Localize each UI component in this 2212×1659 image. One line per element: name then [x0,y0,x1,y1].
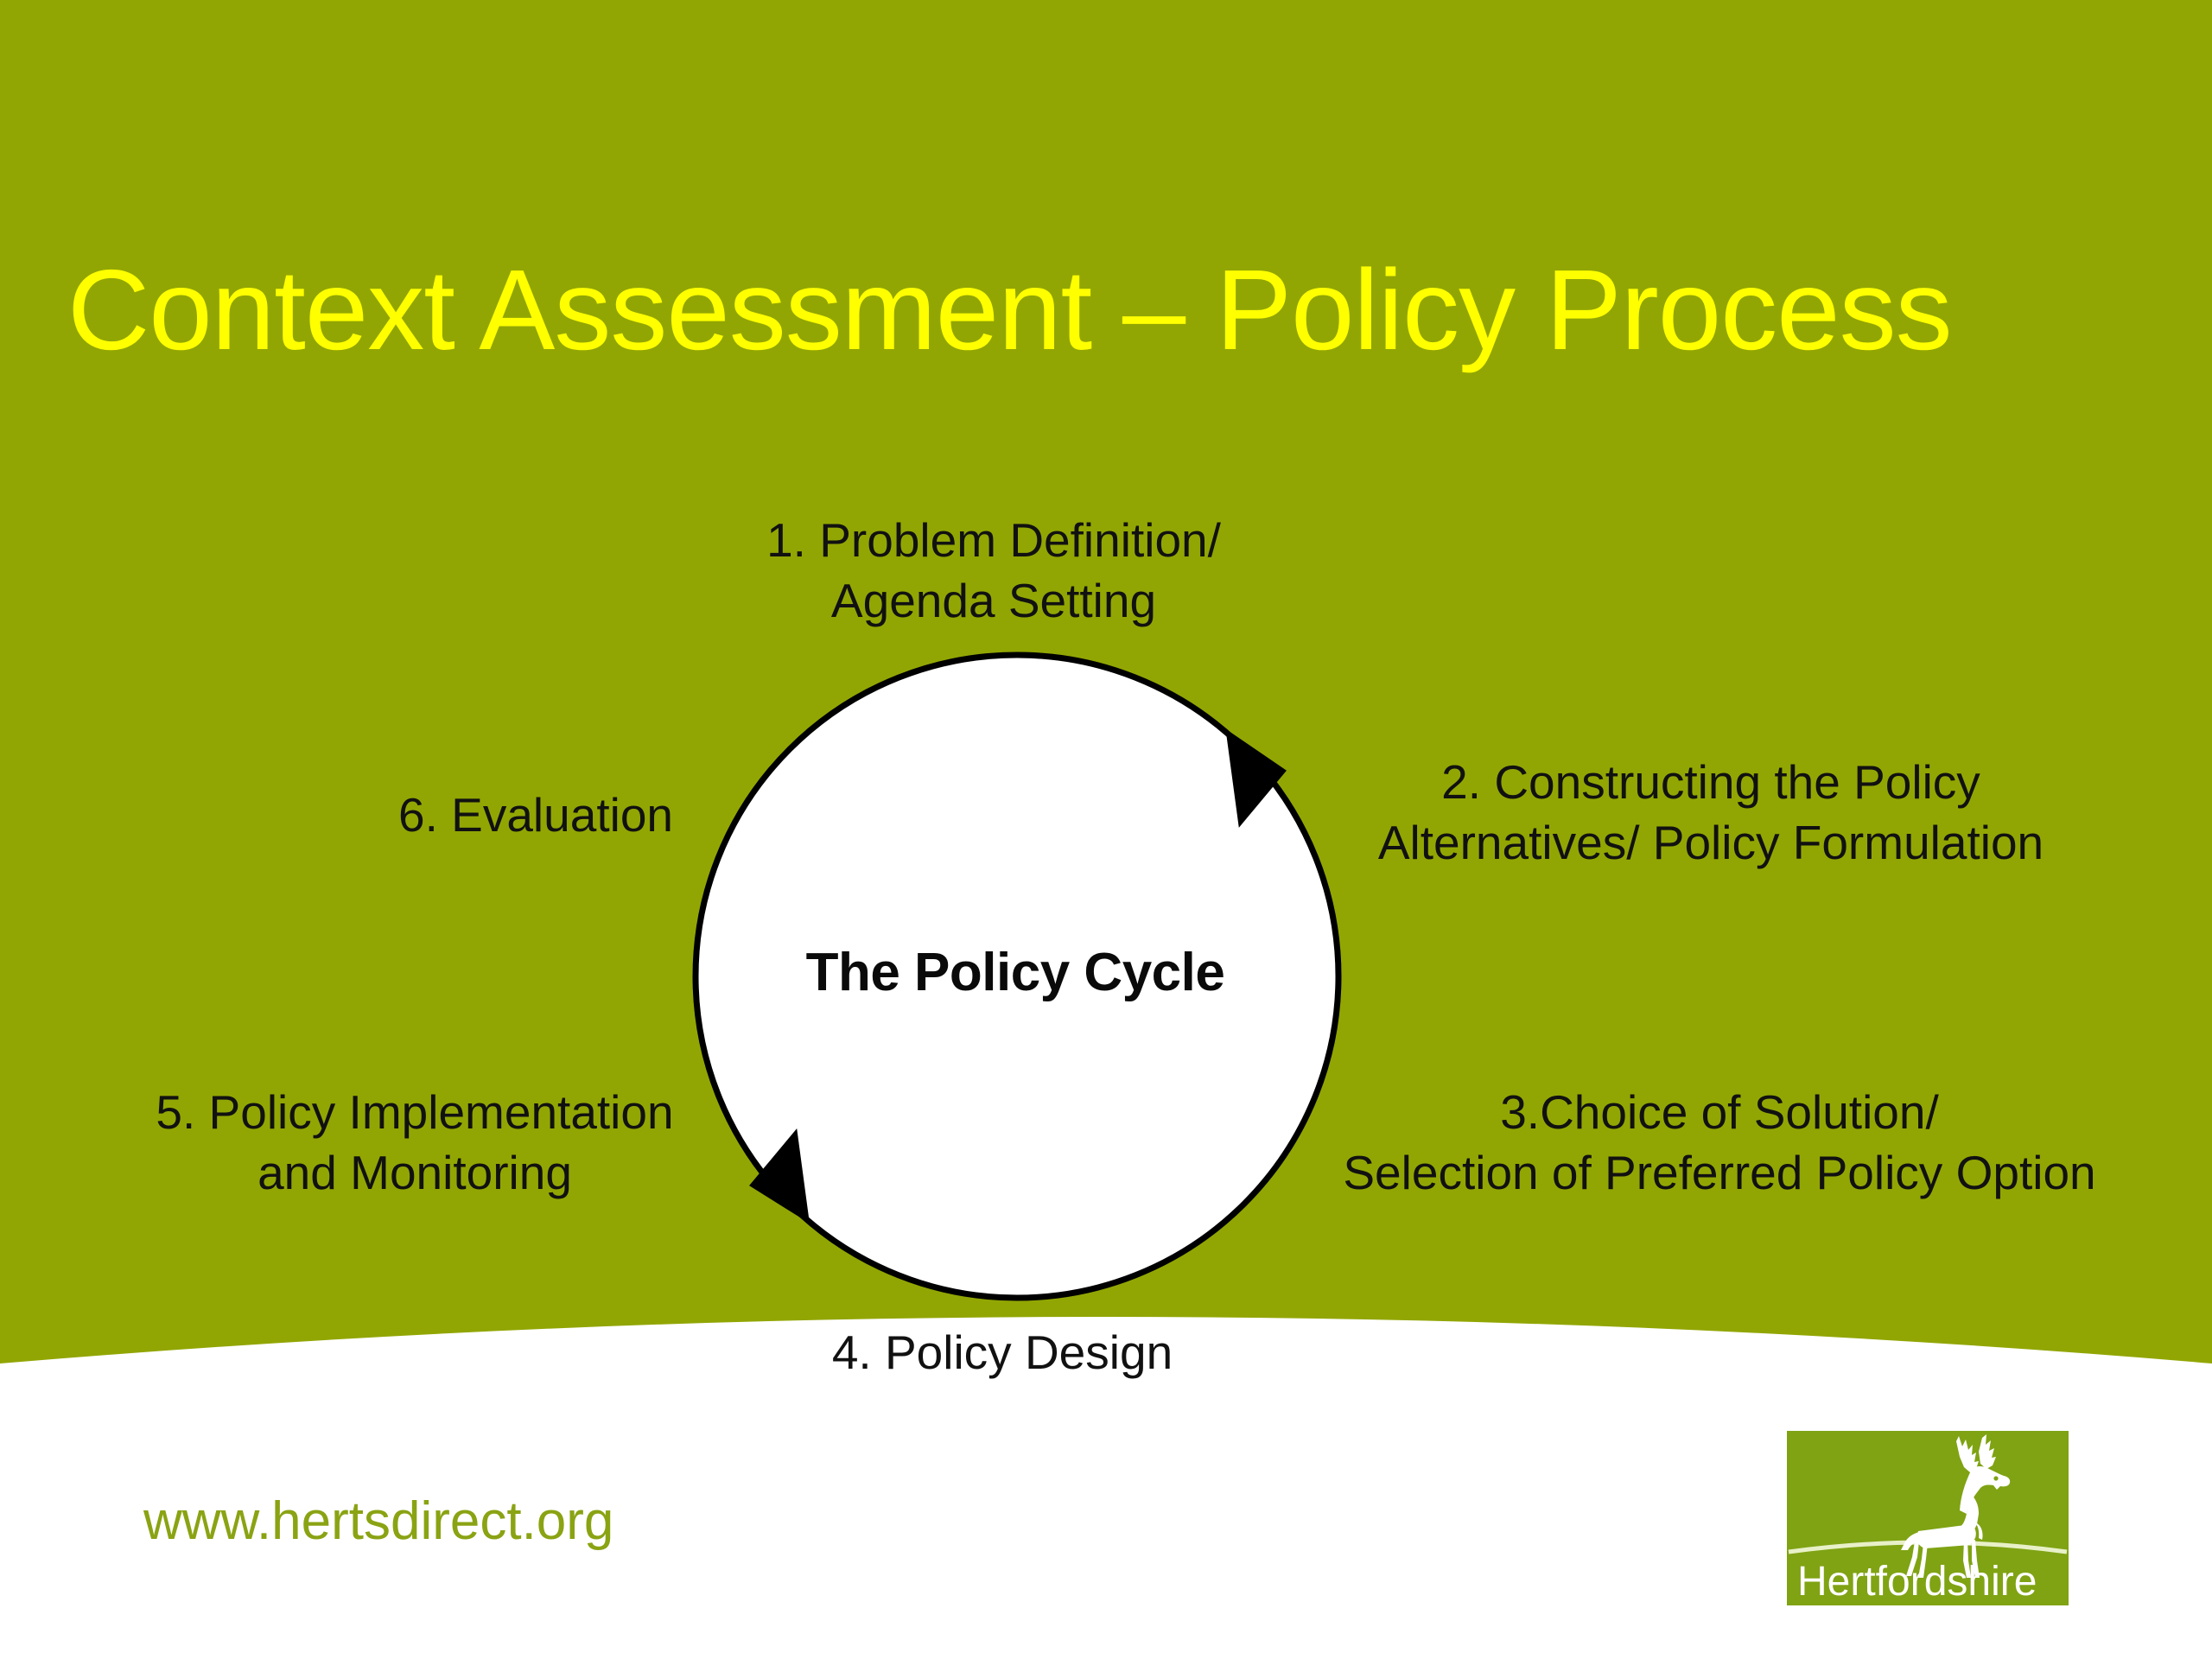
footer-website-url[interactable]: www.hertsdirect.org [143,1491,614,1551]
cycle-center-label: The Policy Cycle [805,943,1225,1002]
step-label-1: 1. Problem Definition/ Agenda Setting [766,513,1221,628]
stag-icon [1901,1434,2011,1578]
step-label-6: 6. Evaluation [398,788,673,842]
cycle-circle-icon [692,652,1342,1301]
step-label-5: 5. Policy Implementation and Monitoring [156,1085,674,1200]
hertfordshire-logo: Hertfordshire [1787,1431,2069,1605]
policy-cycle-diagram: The Policy Cycle 1. Problem Definition/ … [156,513,2096,1379]
logo-wordmark: Hertfordshire [1797,1559,2037,1605]
page-title: Context Assessment – Policy Process [67,246,1953,373]
step-label-3: 3.Choice of Solution/ Selection of Prefe… [1343,1085,2096,1200]
step-label-2: 2. Constructing the Policy Alternatives/… [1377,755,2044,870]
step-label-4: 4. Policy Design [831,1325,1173,1379]
